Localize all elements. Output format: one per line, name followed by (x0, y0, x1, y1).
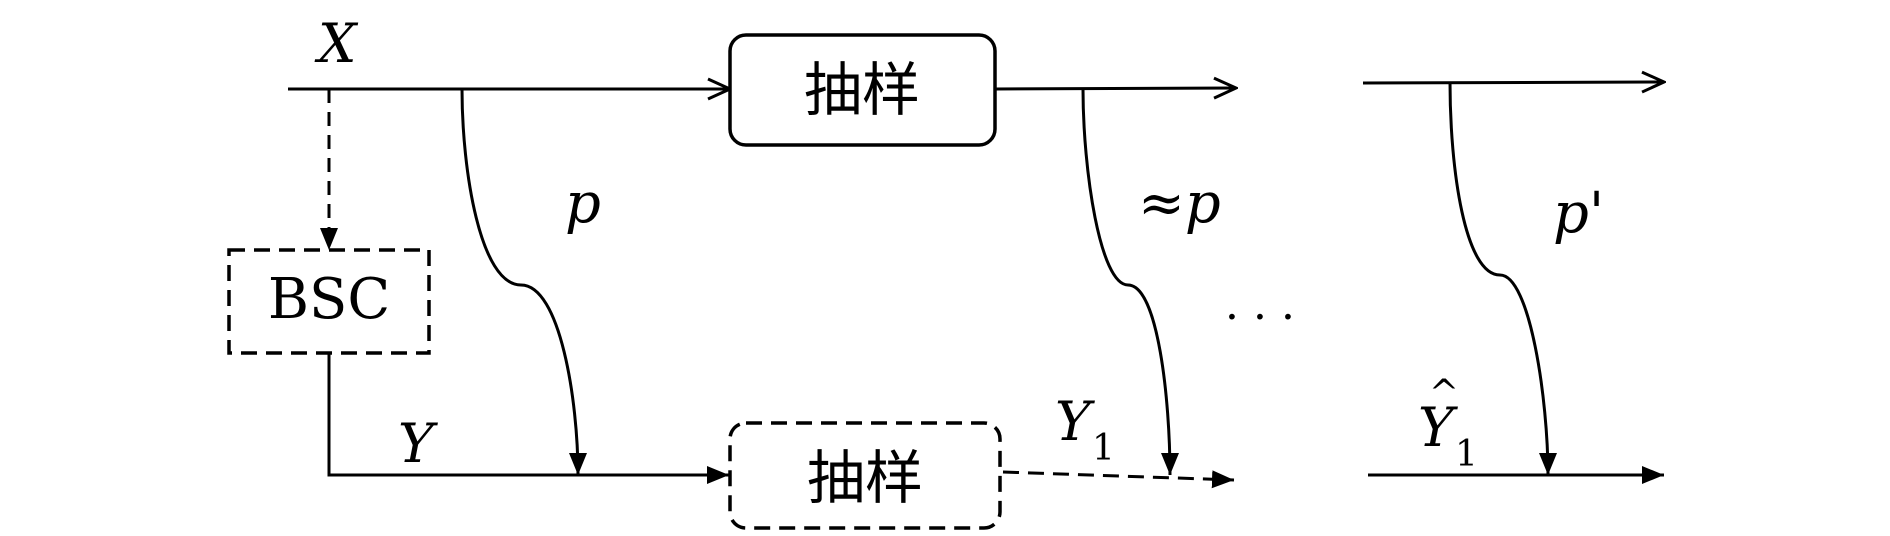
approx-p-label: ≈p (1138, 171, 1221, 236)
x-label: X (314, 12, 359, 75)
y1-label-sub: 1 (1092, 428, 1115, 469)
bsc-label: BSC (268, 267, 390, 332)
bottom-output-dashed-line (1002, 470, 1235, 489)
p-prime-label: p' (1553, 181, 1604, 246)
y-line (327, 353, 729, 484)
y1-label: Y 1 (1055, 390, 1115, 469)
y1-hat-label-sub: 1 (1455, 434, 1478, 475)
curve-arrow-p-prime (1448, 81, 1557, 476)
sample-block-bottom: 抽样 (728, 421, 1002, 530)
top-right-line (1362, 82, 1664, 83)
curve-arrow-approx-p (1081, 88, 1179, 476)
p-label: p (565, 171, 601, 236)
y1-hat-label-main: Y (1418, 396, 1458, 459)
y1-label-main: Y (1055, 390, 1095, 453)
curve-arrow-p (460, 88, 587, 476)
ellipsis: · · · (1225, 292, 1295, 343)
sample-block-top-label: 抽样 (804, 56, 920, 124)
y1-hat-accent: ^ (1429, 373, 1459, 414)
y1-hat-label: ^ Y 1 (1418, 373, 1478, 475)
bsc-block: BSC (227, 248, 431, 355)
sample-block-bottom-label: 抽样 (807, 444, 923, 512)
y-label: Y (398, 412, 438, 475)
top-output-line (994, 88, 1236, 89)
sample-block-top: 抽样 (728, 33, 997, 147)
